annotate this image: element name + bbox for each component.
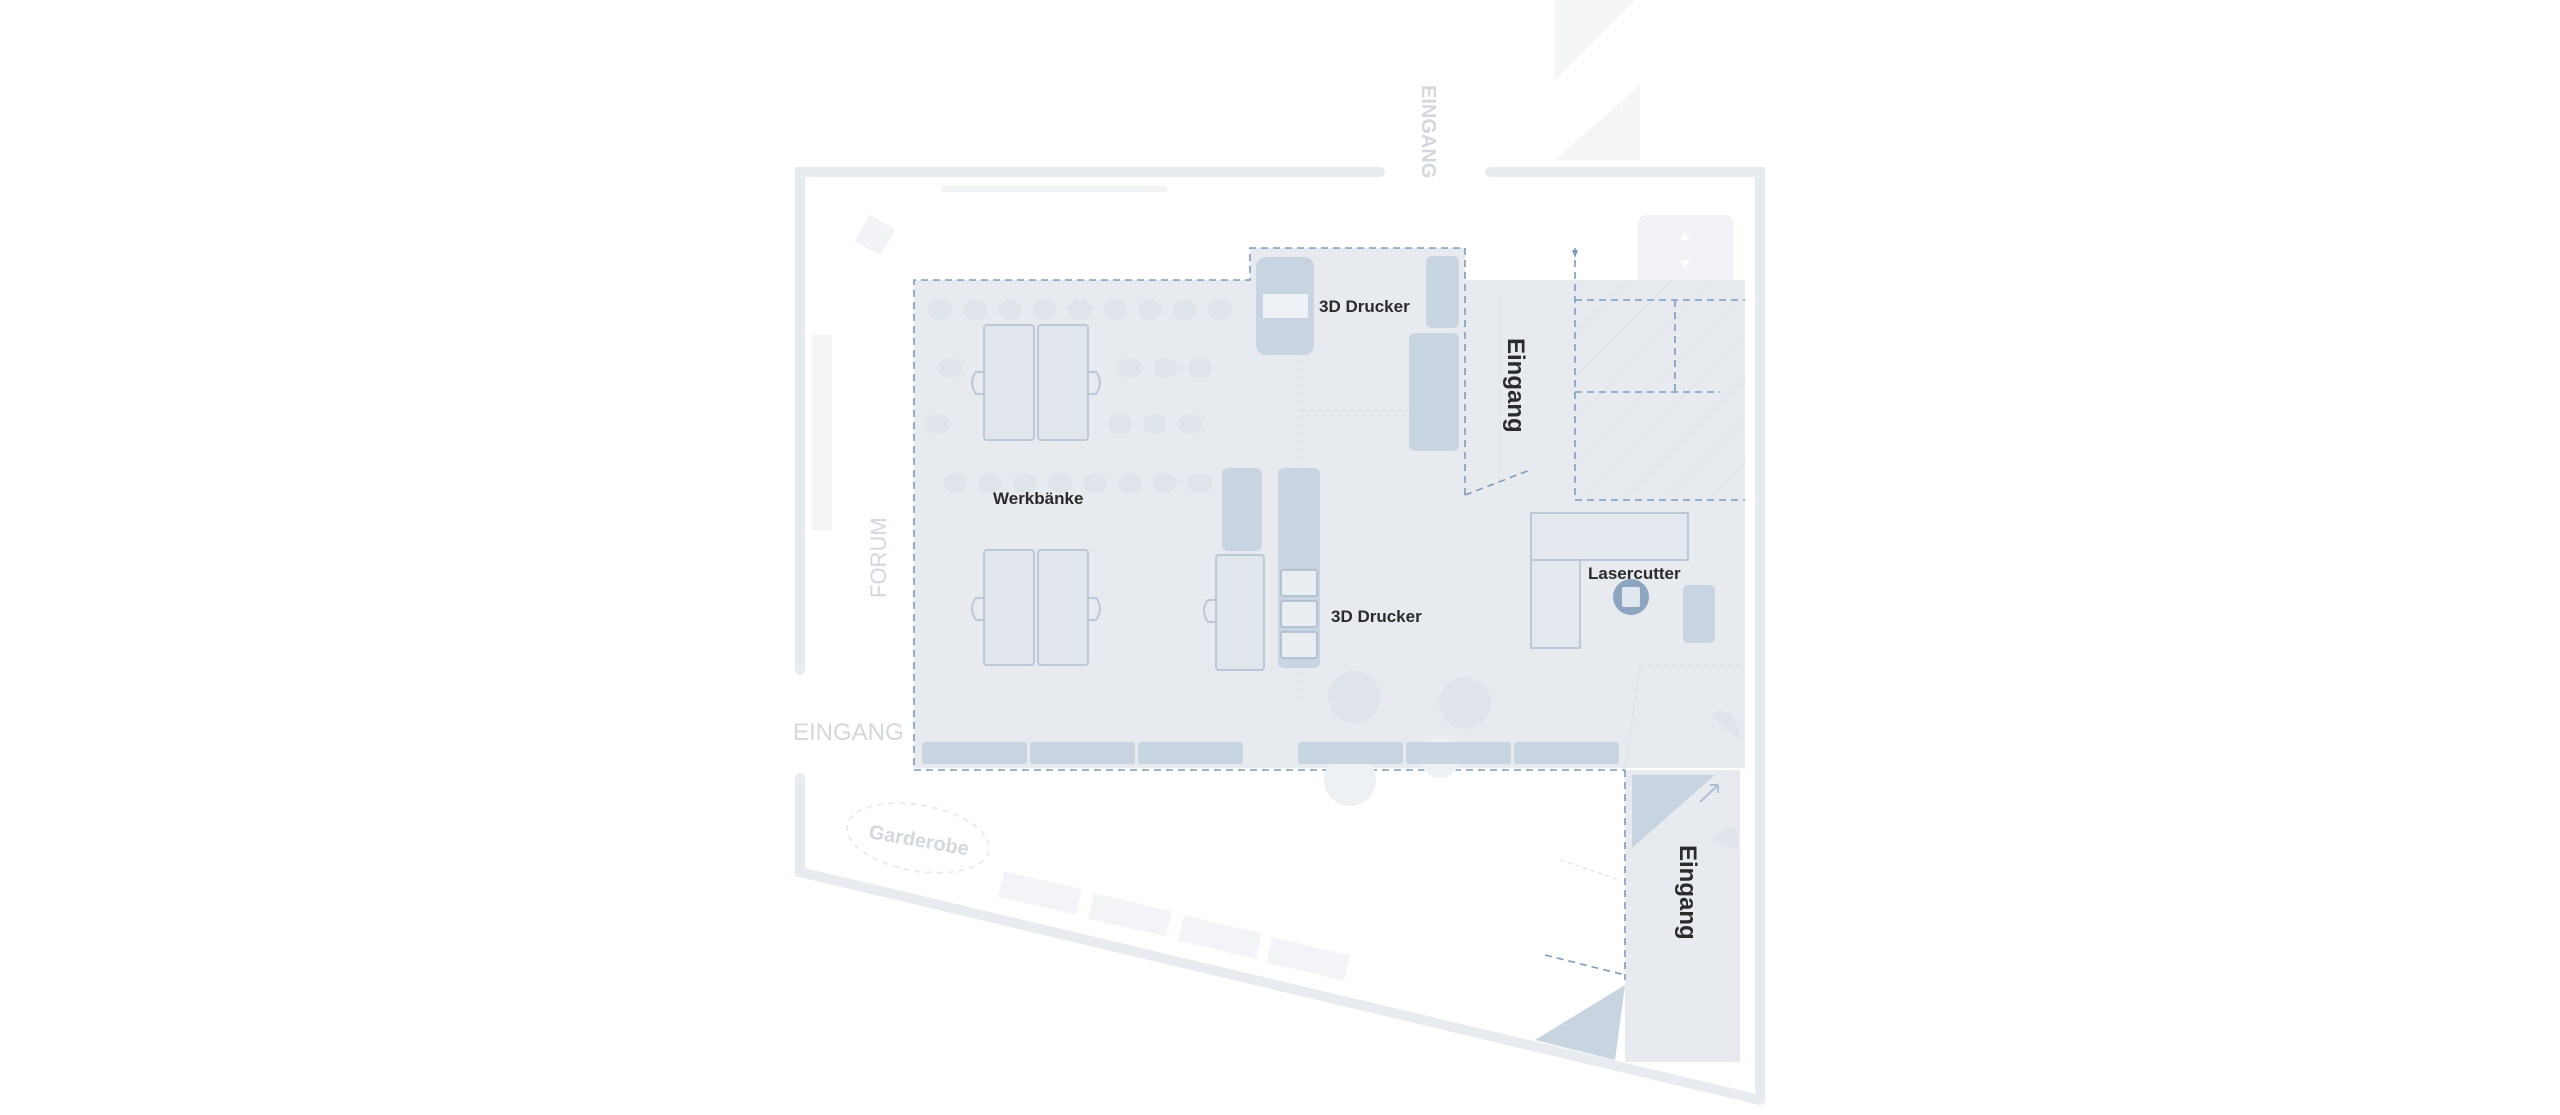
storage-cabinets (922, 742, 1619, 764)
down-arrow-icon (1680, 260, 1690, 268)
lasercutter-side-counter (1530, 559, 1581, 649)
workbench-5 (1215, 554, 1265, 671)
printer-units (1280, 569, 1318, 659)
lasercutter-icon-inner (1622, 587, 1640, 607)
entry-zone (1465, 280, 1575, 500)
workbench-1 (983, 324, 1035, 441)
up-arrow-icon (1680, 232, 1690, 240)
lasercutter-cabinet (1683, 585, 1715, 643)
werkbaenke-label: Werkbänke (993, 489, 1083, 508)
outside-building-hint-2 (1555, 85, 1640, 160)
stairs-south (1632, 775, 1715, 848)
printer-cabinet-2 (1409, 333, 1459, 451)
outer-walls (795, 167, 1765, 1105)
lasercutter-label: Lasercutter (1588, 564, 1681, 583)
door-swing (1710, 710, 1740, 740)
printer-device (1263, 294, 1308, 318)
stair-arrow-icon (1699, 784, 1719, 803)
south-benches (998, 871, 1350, 981)
wall-north-east (1485, 167, 1765, 1105)
drucker-top-label: 3D Drucker (1319, 297, 1410, 316)
outside-pillar (854, 214, 896, 256)
garderobe-area (845, 802, 991, 874)
forum-label: FORUM (866, 517, 891, 598)
drucker-mid-label: 3D Drucker (1331, 607, 1422, 626)
workshop-boundary (913, 247, 1625, 771)
eingang-south-label: Eingang (1674, 845, 1701, 940)
garderobe-label: Garderobe (867, 821, 970, 860)
wall-north-west (795, 167, 1385, 675)
vices (971, 371, 1216, 623)
outside-building-hint (1555, 0, 1635, 80)
printer-cabinet-3 (1222, 468, 1262, 551)
stair-icon-box (1638, 215, 1733, 287)
eingang-left-label: EINGANG (793, 719, 904, 746)
printer-cabinet-1 (1426, 256, 1459, 328)
stairs-southwest (1535, 985, 1625, 1060)
outside-shelf (942, 186, 1167, 192)
eingang-east-label: Eingang (1502, 338, 1529, 433)
workbenches (983, 324, 1265, 671)
wall-south (795, 773, 1765, 1105)
door-swing-2 (1710, 827, 1739, 850)
area-boundary (913, 247, 1745, 980)
lasercutter-counter (1530, 512, 1689, 561)
forum-bench (812, 335, 832, 530)
lasercutter-station (1530, 512, 1689, 649)
marker-arrow (1572, 250, 1578, 258)
workbench-4 (1037, 549, 1089, 666)
stools (926, 300, 1232, 493)
corridor-boundary-2 (1544, 954, 1626, 976)
workbench-2 (1037, 324, 1089, 441)
eingang-top-label: EINGANG (1417, 85, 1439, 178)
workbench-3 (983, 549, 1035, 666)
